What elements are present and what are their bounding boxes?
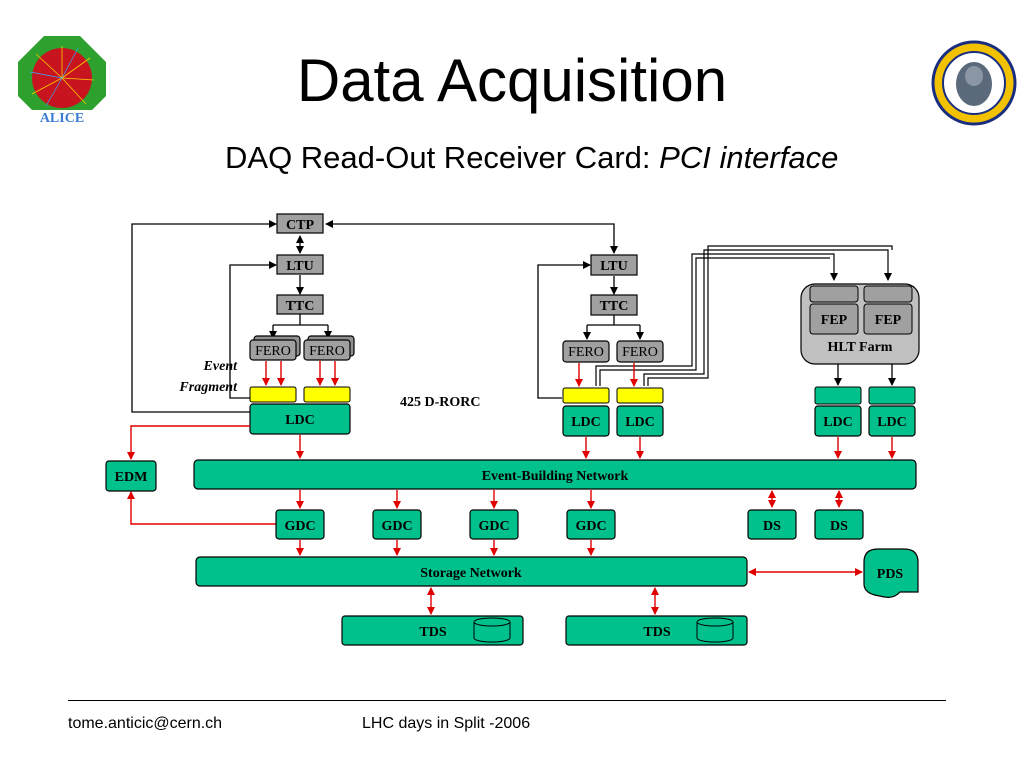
page-subtitle: DAQ Read-Out Receiver Card: PCI interfac…: [225, 140, 838, 176]
ttc-right-label: TTC: [600, 299, 629, 314]
footer-event: LHC days in Split -2006: [362, 715, 531, 732]
subtitle-text: DAQ Read-Out Receiver Card:: [225, 140, 660, 175]
fep-2-label: FEP: [875, 313, 902, 328]
gdc-3-label: GDC: [478, 519, 509, 534]
ldc-3-label: LDC: [625, 415, 655, 430]
ldc-2-label: LDC: [571, 415, 601, 430]
hlt-farm-label: HLT Farm: [828, 340, 893, 355]
daq-diagram: CTP LTU TTC LTU TTC FERO FERO FERO FERO …: [105, 213, 920, 646]
fep-1-label: FEP: [821, 313, 848, 328]
gdc-1-label: GDC: [284, 519, 315, 534]
alice-logo-text: ALICE: [40, 111, 84, 124]
fero-2-label: FERO: [309, 344, 345, 359]
ldc-4-label: LDC: [823, 415, 853, 430]
tds-1-label: TDS: [419, 625, 446, 640]
ltu-left-label: LTU: [286, 259, 314, 274]
event-building-network-label: Event-Building Network: [482, 469, 629, 484]
gdc-2-label: GDC: [381, 519, 412, 534]
fero-1-label: FERO: [255, 344, 291, 359]
storage-network-label: Storage Network: [420, 566, 522, 581]
edm-label: EDM: [115, 470, 148, 485]
gdc-4-label: GDC: [575, 519, 606, 534]
pds-label: PDS: [877, 567, 904, 582]
ds-1-label: DS: [763, 519, 781, 534]
ctp-label: CTP: [286, 218, 314, 233]
footer-email: tome.anticic@cern.ch: [68, 715, 223, 732]
event-fragment-line1: Event: [203, 359, 239, 374]
ttc-left-label: TTC: [286, 299, 315, 314]
ldc-1-label: LDC: [285, 413, 315, 428]
fero-3-label: FERO: [568, 345, 604, 360]
fero-4-label: FERO: [622, 345, 658, 360]
subtitle-italic: PCI interface: [659, 140, 839, 175]
ldc-5-label: LDC: [877, 415, 907, 430]
event-fragment-line2: Fragment: [178, 380, 238, 395]
ds-2-label: DS: [830, 519, 848, 534]
page-title: Data Acquisition: [296, 47, 728, 114]
tds-2-label: TDS: [643, 625, 670, 640]
alice-logo: ALICE: [16, 34, 108, 126]
drorc-label: 425 D-RORC: [400, 395, 481, 410]
institute-seal: [930, 40, 1018, 126]
footer-divider: [68, 700, 946, 701]
ltu-right-label: LTU: [600, 259, 628, 274]
